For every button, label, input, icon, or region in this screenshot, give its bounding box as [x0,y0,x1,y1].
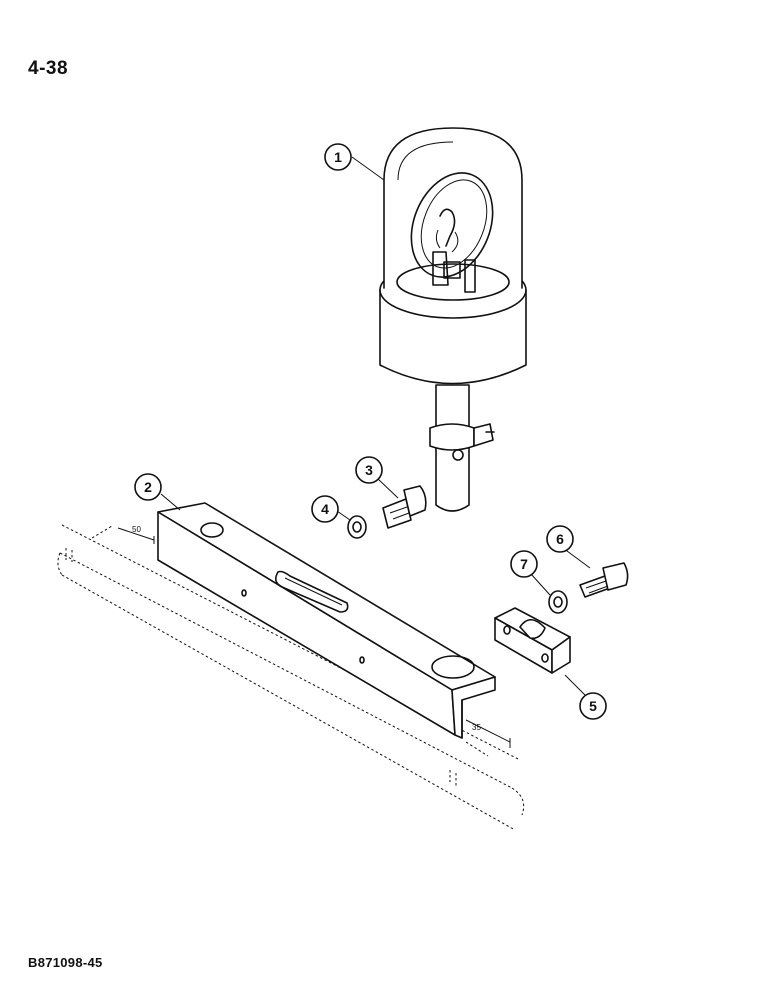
callout-1-label: 1 [334,149,342,165]
washer-item-7 [548,590,568,614]
callout-4-label: 4 [321,501,329,517]
machine-frame-outline [57,524,525,831]
page-number: 4-38 [28,58,69,79]
mounting-bracket [157,502,496,739]
callout-5: 5 [579,692,607,720]
beacon-lamp [379,127,527,512]
callout-5-label: 5 [589,698,597,714]
callout-4: 4 [311,495,339,523]
leader-lines [160,156,591,699]
dimension-height-label: 35 [472,723,481,732]
callout-2-label: 2 [144,479,152,495]
dimension-length-label: 50 [132,525,141,534]
dimension-height: 35 [465,719,511,748]
clamp-block-item-5 [494,607,571,674]
callout-6: 6 [546,525,574,553]
callout-7: 7 [510,550,538,578]
document-code: B871098-45 [28,955,103,970]
callout-3-label: 3 [365,462,373,478]
callout-6-label: 6 [556,531,564,547]
dimension-length: 50 [117,525,155,544]
callout-7-label: 7 [520,556,528,572]
bolt-item-6 [579,562,629,598]
callout-2: 2 [134,473,162,501]
bolt-item-3 [382,485,427,529]
callout-1: 1 [324,143,352,171]
callout-3: 3 [355,456,383,484]
washer-item-4 [347,515,367,539]
